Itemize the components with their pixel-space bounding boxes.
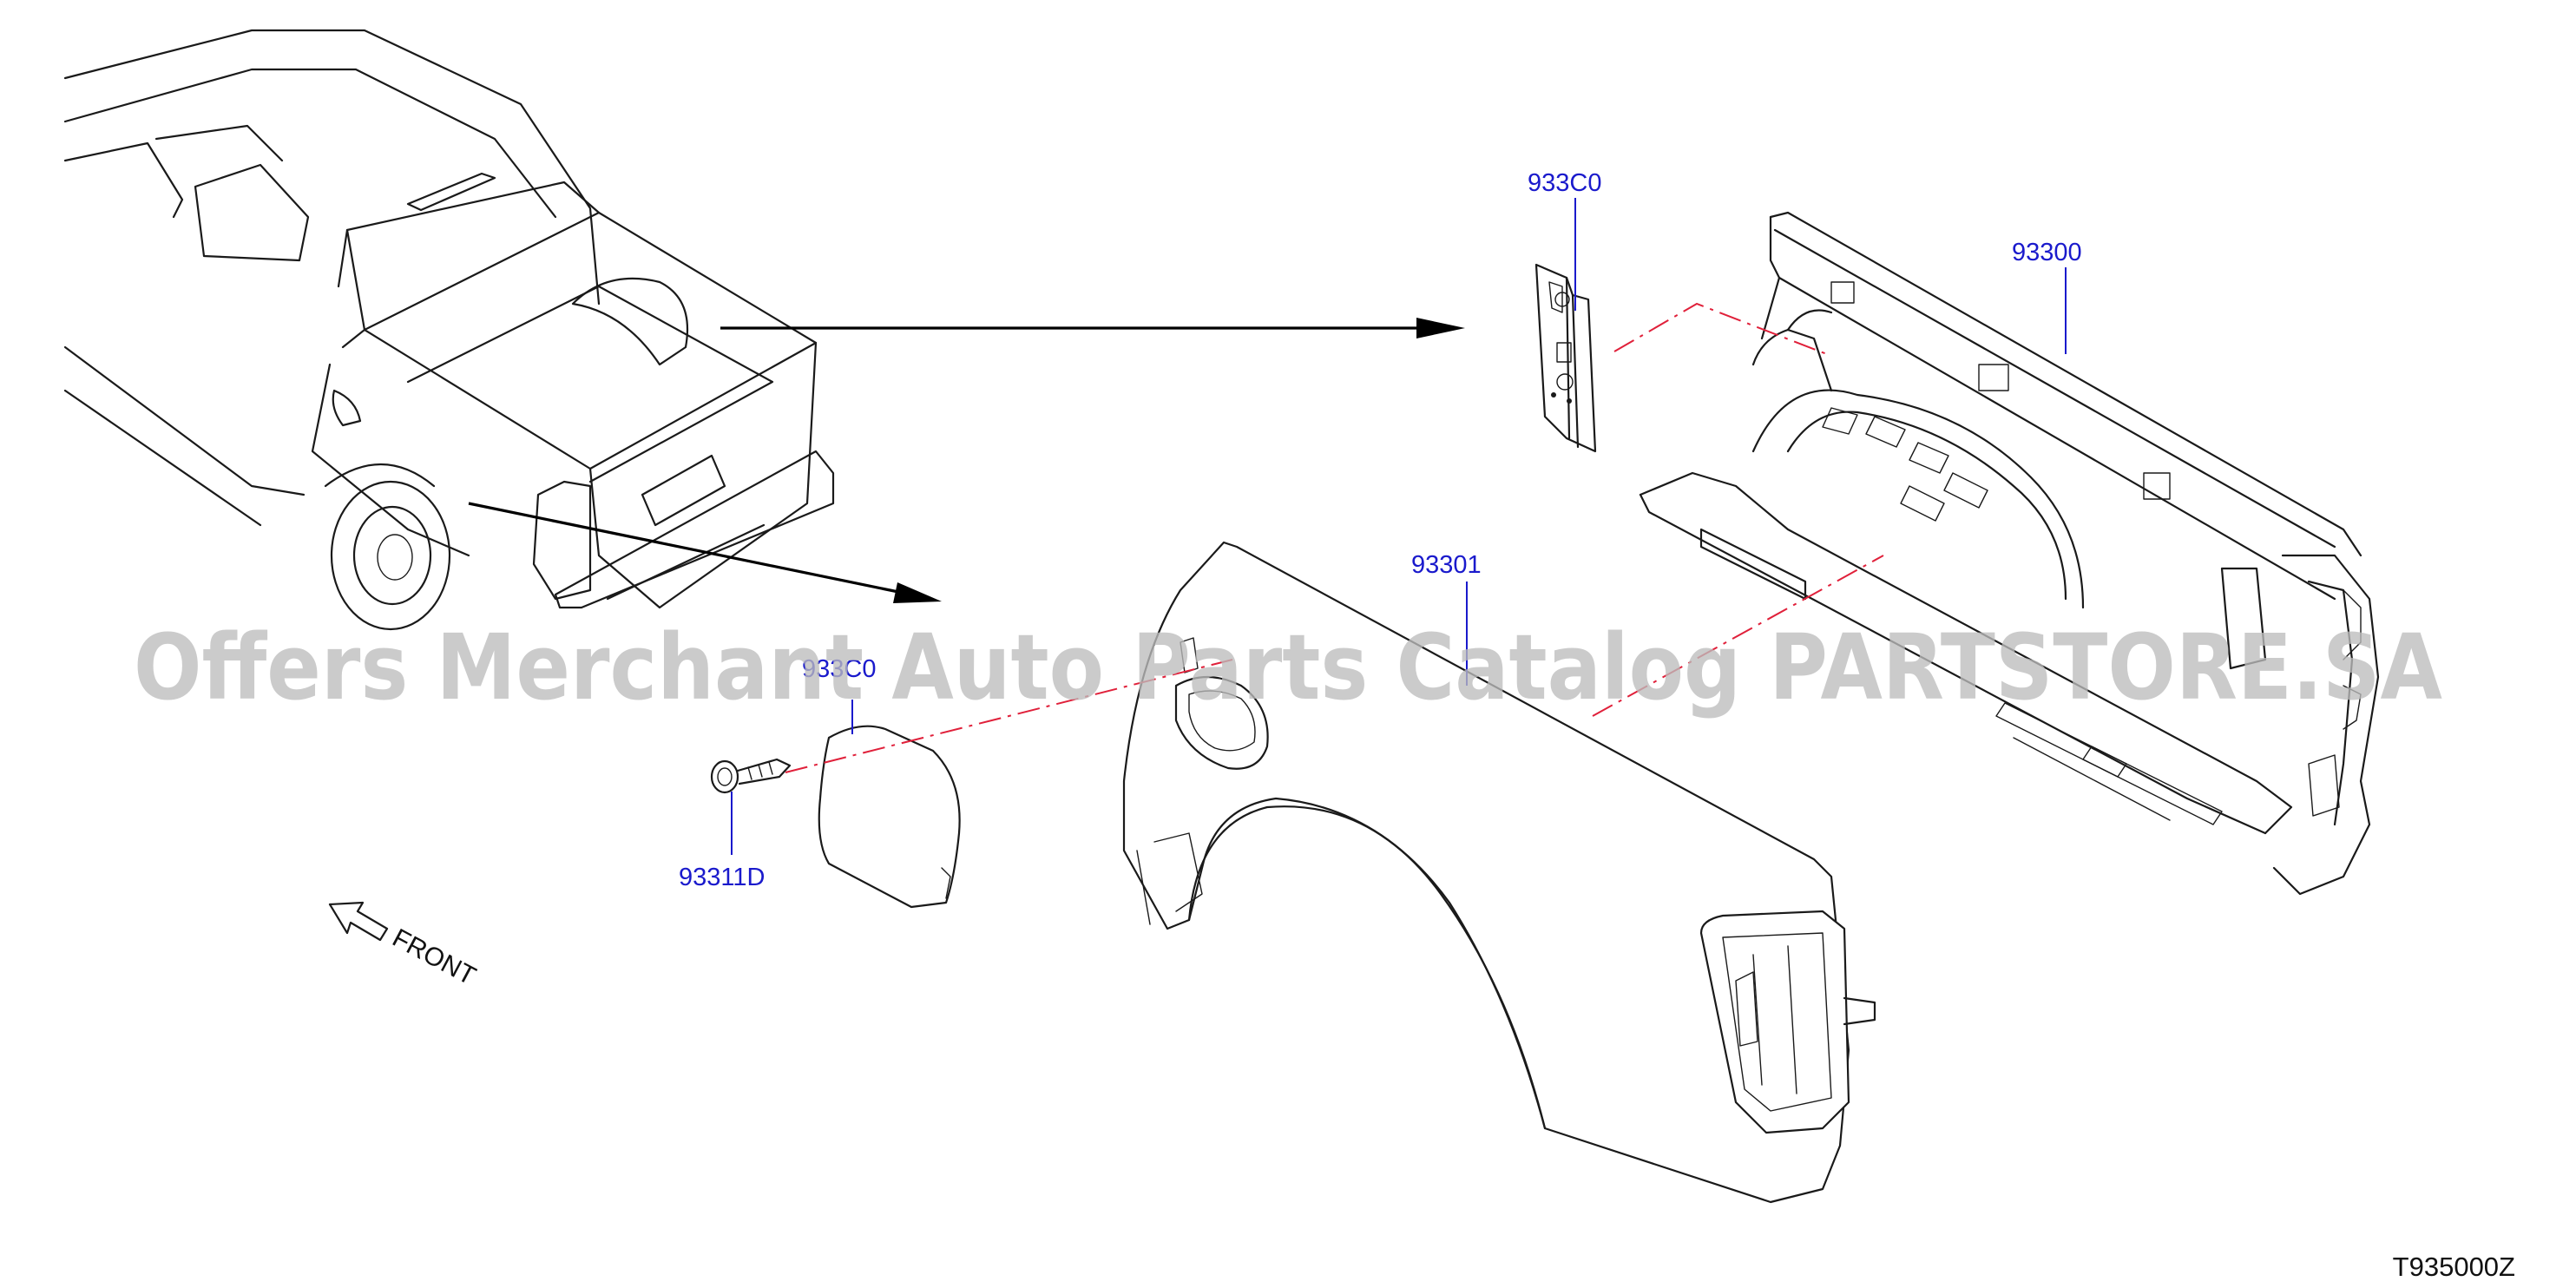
part-number-labels: 933C0 93300 93301 933C0 93311D [679, 169, 2082, 891]
part-label-bed-assembly[interactable]: 93300 [2012, 239, 2082, 266]
part-label-lid[interactable]: 933C0 [802, 655, 876, 683]
front-label: FRONT [388, 923, 481, 991]
pointer-arrows [468, 318, 1465, 603]
arrow-to-fender [468, 502, 904, 595]
bed-side-assembly-93300 [1639, 211, 2380, 896]
alignment-centerlines [785, 302, 1884, 773]
centerline-screw-lid-fender [785, 659, 1233, 773]
part-label-bracket[interactable]: 933C0 [1528, 169, 1601, 197]
truck-overview-illustration [63, 29, 835, 631]
centerline-bracket-to-bed [1613, 302, 1832, 357]
part-label-screw[interactable]: 93311D [679, 864, 765, 891]
watermark-text: Offers Merchant Auto Parts Catalog PARTS… [134, 614, 2442, 720]
front-direction-indicator: FRONT [328, 901, 481, 991]
arrow-head-fender [893, 582, 942, 603]
rear-fender-93301 [1122, 541, 1876, 1204]
centerline-fender-to-bed [1592, 555, 1884, 717]
catalog-code: T935000Z [2393, 1252, 2515, 1282]
front-arrow-icon [328, 901, 389, 942]
leader-lines [731, 198, 2067, 855]
bracket-part-933c0 [1534, 263, 1597, 453]
screw-part [710, 758, 792, 794]
part-label-fender[interactable]: 93301 [1411, 551, 1482, 579]
fuel-lid-part [818, 725, 961, 909]
arrow-head-bed [1416, 318, 1465, 338]
